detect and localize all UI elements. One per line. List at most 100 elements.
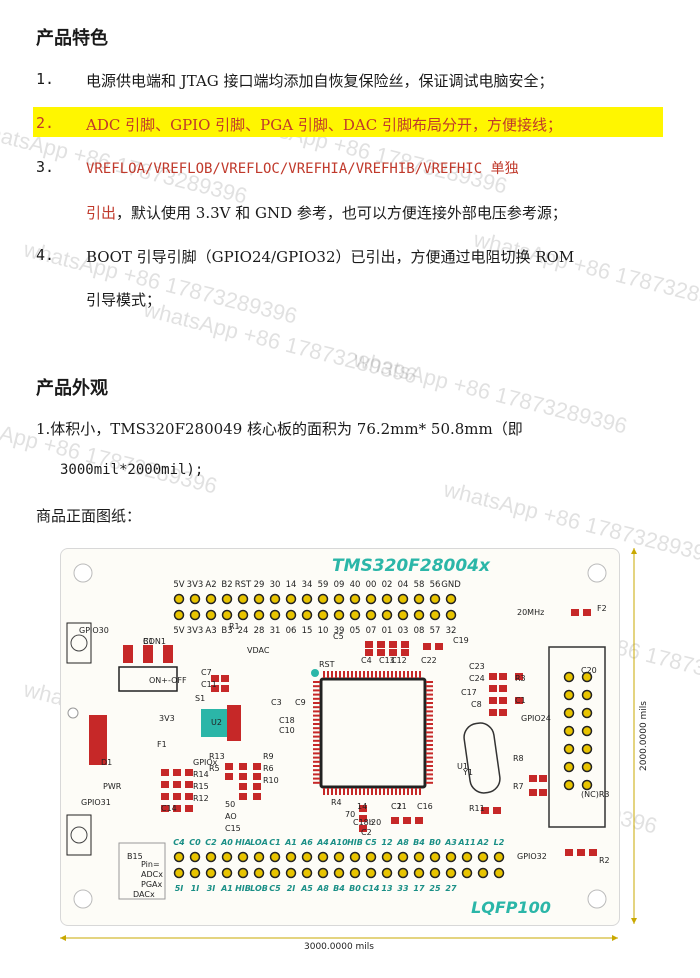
jtag-pin (581, 689, 593, 701)
smd-pad (589, 849, 597, 856)
mcu-pin (426, 693, 433, 696)
mcu-pin (313, 727, 320, 730)
smd-pad (377, 649, 385, 656)
mcu-pin (313, 744, 320, 746)
smd-pad (493, 807, 501, 814)
header-pin (333, 609, 345, 621)
mcu-pin (313, 773, 320, 776)
mcu-pin (313, 760, 320, 763)
smd-pad (173, 781, 181, 788)
component-label: C11 (201, 680, 217, 689)
header-pin (237, 609, 249, 621)
component-label: C24 (469, 674, 485, 683)
component-label: Y1 (462, 768, 473, 777)
component-label: Pin= (141, 860, 160, 869)
component-label: GPIO30 (79, 626, 109, 635)
mcu-pin (367, 671, 369, 678)
jtag-pin (581, 725, 593, 737)
mcu-pin (379, 671, 381, 678)
header-pin (333, 851, 345, 863)
mcu-pin (323, 788, 325, 795)
mcu-pin (313, 756, 320, 759)
top-pin-label: A3 (205, 626, 216, 636)
smd-pad (359, 825, 367, 832)
smd-pad (565, 849, 573, 856)
mcu-pin (411, 671, 413, 678)
bottom-pin-label: L2 (494, 838, 505, 847)
bottom-pin-label: C2 (205, 838, 217, 847)
header-pin (445, 867, 457, 879)
mcu-pin (399, 671, 401, 678)
smd-pad (161, 805, 169, 812)
smd-pad (489, 709, 497, 716)
top-pin-label: 07 (366, 626, 377, 636)
header-pin (173, 851, 185, 863)
feature-3-text2: ，默认使用 3.3V 和 GND 参考，也可以方便连接外部电压参考源； (116, 204, 567, 222)
component-label: C1 (515, 696, 526, 705)
mcu-pin (323, 671, 325, 678)
component-label: 14 (357, 802, 367, 811)
mcu-pin (426, 760, 433, 763)
mcu-pin (411, 788, 413, 795)
top-pin-label: A2 (205, 580, 216, 590)
header-pin (301, 609, 313, 621)
top-pin-label: 59 (318, 580, 329, 590)
feature-1-num: 1. (36, 70, 55, 88)
top-pin-label: 03 (398, 626, 409, 636)
mcu-pin (313, 739, 320, 742)
component-label: C17 (461, 688, 477, 697)
header-pin (189, 867, 201, 879)
mcu-pin (351, 671, 353, 678)
bottom-header-pins (173, 851, 505, 879)
header-pin (221, 609, 233, 621)
bottom-pin-label: A10 (329, 838, 348, 847)
header-pin (317, 593, 329, 605)
top-pin-label: 14 (286, 580, 297, 590)
mcu-pin (313, 748, 320, 751)
smd-pad (253, 763, 261, 770)
header-pin (429, 609, 441, 621)
component-label: D1 (101, 758, 112, 767)
bottom-pin-label: C5 (365, 838, 377, 847)
mcu-pin (339, 788, 341, 795)
component-label: C8 (471, 700, 482, 709)
mcu-pin (395, 671, 397, 678)
header-pin (269, 593, 281, 605)
bottom-pin-label: 25 (429, 884, 441, 893)
smd-pad (571, 609, 579, 616)
mcu-pin (415, 788, 417, 795)
mcu-pin (426, 756, 433, 759)
mcu-pin (355, 788, 357, 795)
smd-pad (161, 781, 169, 788)
mcu-pin (327, 788, 329, 795)
smd-pad (253, 773, 261, 780)
header-pin (413, 867, 425, 879)
top-pin-label: 06 (286, 626, 297, 636)
component-label: RST (319, 660, 335, 669)
component-label: U1 (457, 762, 468, 771)
bottom-pin-label: C14 (362, 884, 379, 893)
mcu-pin (426, 748, 433, 751)
header-pin (429, 867, 441, 879)
header-pin (205, 851, 217, 863)
bottom-pin-label: A1 (220, 884, 233, 893)
mcu-pin (426, 739, 433, 742)
bottom-pin-label: B0 (429, 838, 441, 847)
mcu-pin (347, 788, 349, 795)
feature-3-num: 3. (36, 158, 55, 176)
jtag-pin (563, 689, 575, 701)
mcu-pin (313, 781, 320, 784)
component-label: R6 (263, 764, 274, 773)
header-pin (349, 609, 361, 621)
smd-pad (529, 775, 537, 782)
jtag-pin (563, 707, 575, 719)
smd-pad (211, 685, 219, 692)
smd-pad (377, 641, 385, 648)
mcu-pin (426, 697, 433, 700)
usb-connector (89, 715, 107, 765)
component-label: C14 (161, 804, 177, 813)
header-pin (477, 867, 489, 879)
